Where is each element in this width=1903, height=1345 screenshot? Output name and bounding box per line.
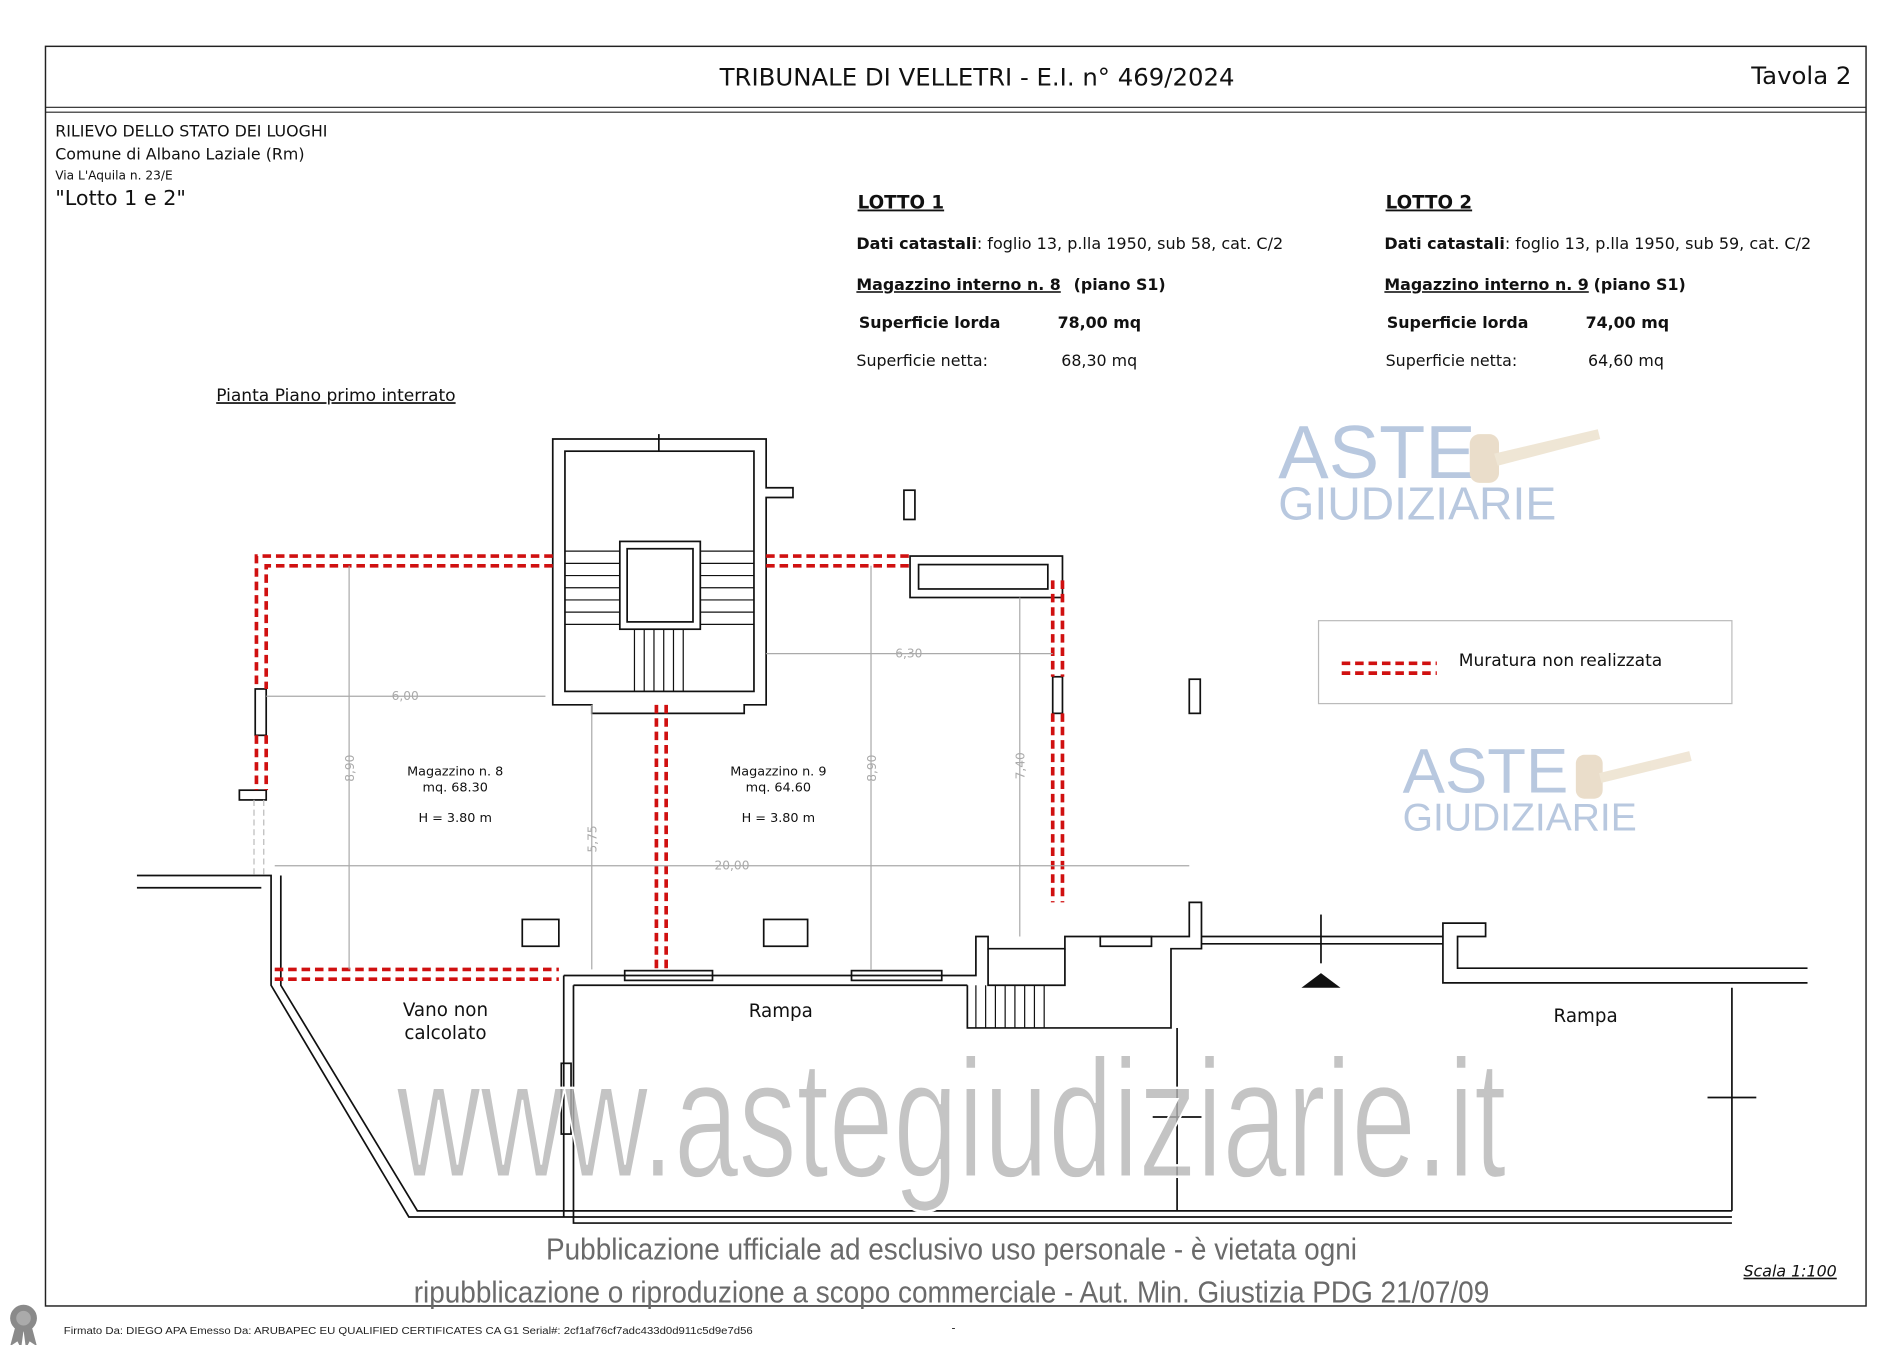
plan-title: Pianta Piano primo interrato: [216, 386, 455, 406]
room-height: H = 3.80 m: [742, 811, 816, 826]
watermark-text: GIUDIZIARIE: [1278, 477, 1556, 529]
dimension-label: 6,00: [392, 689, 419, 703]
cadastral-data: Dati catastali: foglio 13, p.lla 1950, s…: [856, 234, 1283, 253]
aste-logo-watermark: ASTE GIUDIZIARIE: [1278, 411, 1601, 529]
sheet-number: Tavola 2: [1750, 61, 1851, 90]
room-name: Magazzino n. 8: [407, 765, 503, 780]
lot-1-info: LOTTO 1 Dati catastali: foglio 13, p.lla…: [856, 193, 1283, 370]
lot-2-info: LOTTO 2 Dati catastali: foglio 13, p.lla…: [1384, 193, 1811, 370]
aste-logo-watermark: ASTE GIUDIZIARIE: [1403, 737, 1692, 839]
net-area-value: 64,60 mq: [1588, 351, 1664, 370]
dimension-lines: [266, 565, 1190, 970]
room-area: mq. 64.60: [746, 780, 811, 795]
unbuilt-walls: [254, 554, 1065, 982]
dimension-label: 20,00: [715, 858, 750, 872]
watermark-text: GIUDIZIARIE: [1403, 796, 1637, 839]
dimension-label: 7,40: [1014, 752, 1028, 779]
watermark-text: ASTE: [1278, 411, 1475, 495]
dimension-label: 8,90: [343, 755, 357, 782]
floor-plan: 6,00 6,30 8,90 5,75 8,90 7,40 20,00 Maga…: [136, 434, 1808, 1224]
net-area-label: Superficie netta:: [856, 351, 988, 370]
ramp-label: Rampa: [749, 1001, 813, 1022]
legend: Muratura non realizzata: [1317, 620, 1733, 705]
room-area: mq. 68.30: [423, 780, 488, 795]
gross-area-value: 74,00 mq: [1586, 313, 1669, 332]
lots-label: "Lotto 1 e 2": [55, 186, 186, 210]
cadastral-data: Dati catastali: foglio 13, p.lla 1950, s…: [1384, 234, 1811, 253]
lot-title: LOTTO 2: [1386, 193, 1473, 214]
dimension-label: 5,75: [586, 825, 600, 852]
gross-area-label: Superficie lorda: [1387, 313, 1529, 332]
room-height: H = 3.80 m: [418, 811, 492, 826]
room-label: Vano non: [403, 1000, 488, 1021]
legend-label: Muratura non realizzata: [1459, 651, 1662, 671]
dimension-label: 8,90: [865, 755, 879, 782]
ramp-label: Rampa: [1554, 1006, 1618, 1027]
dimension-label: 6,30: [895, 646, 922, 660]
footer-mark: -: [952, 1322, 956, 1335]
gavel-icon: [1575, 751, 1692, 799]
site-watermark: www.astegiudiziarie.it: [396, 1025, 1506, 1213]
publication-notice: ripubblicazione o riproduzione a scopo c…: [414, 1275, 1490, 1309]
lot-title: LOTTO 1: [858, 193, 945, 214]
municipality: Comune di Albano Laziale (Rm): [55, 145, 304, 164]
scale-label: Scala 1:100: [1743, 1262, 1836, 1281]
unit-label: Magazzino interno n. 9(piano S1): [1384, 275, 1685, 294]
net-area-label: Superficie netta:: [1386, 351, 1518, 370]
unit-label: Magazzino interno n. 8 (piano S1): [856, 275, 1165, 294]
room-name: Magazzino n. 9: [730, 765, 826, 780]
document-title: TRIBUNALE DI VELLETRI - E.I. n° 469/2024: [719, 62, 1235, 91]
net-area-value: 68,30 mq: [1061, 351, 1137, 370]
sheet-frame: [44, 45, 1867, 1307]
room-label: calcolato: [404, 1023, 486, 1044]
digital-signature: Firmato Da: DIEGO APA Emesso Da: ARUBAPE…: [64, 1326, 753, 1337]
gavel-icon: [1469, 429, 1601, 483]
north-arrow-icon: [1301, 973, 1341, 988]
ribbon-seal-icon: [10, 1304, 37, 1345]
watermark-text: ASTE: [1403, 737, 1569, 807]
gross-area-value: 78,00 mq: [1058, 313, 1141, 332]
gross-area-label: Superficie lorda: [859, 313, 1001, 332]
publication-notice: Pubblicazione ufficiale ad esclusivo uso…: [546, 1233, 1357, 1267]
address: Via L'Aquila n. 23/E: [55, 168, 172, 182]
survey-title: RILIEVO DELLO STATO DEI LUOGHI: [55, 122, 327, 141]
